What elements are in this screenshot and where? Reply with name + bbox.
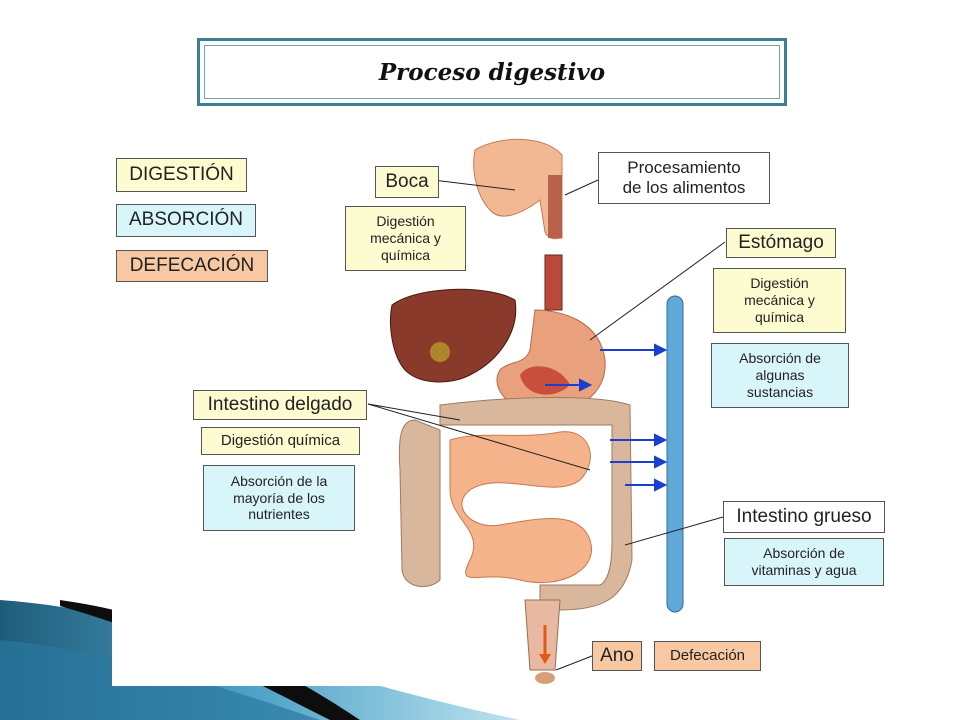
stomach-inner bbox=[520, 366, 570, 395]
legend-defecacion: DEFECACIÓN bbox=[116, 250, 268, 282]
label-estomago-absorcion: Absorción de algunas sustancias bbox=[711, 343, 849, 408]
rectum bbox=[524, 599, 561, 671]
label-delgado-absorcion: Absorción de la mayoría de los nutriente… bbox=[203, 465, 355, 531]
label-intestino-delgado: Intestino delgado bbox=[193, 390, 367, 420]
label-estomago-digestion: Digestión mecánica y química bbox=[713, 268, 846, 333]
label-defecacion: Defecación bbox=[654, 641, 761, 671]
label-procesamiento: Procesamiento de los alimentos bbox=[598, 152, 770, 204]
gallbladder bbox=[430, 342, 450, 362]
anus-shape bbox=[535, 672, 555, 684]
liver-shape bbox=[390, 288, 517, 383]
label-intestino-grueso: Intestino grueso bbox=[723, 501, 885, 533]
label-delgado-digestion: Digestión química bbox=[201, 427, 360, 455]
esophagus-upper bbox=[548, 175, 562, 238]
label-estomago: Estómago bbox=[726, 228, 836, 258]
label-grueso-absorcion: Absorción de vitaminas y agua bbox=[724, 538, 884, 586]
legend-absorcion: ABSORCIÓN bbox=[116, 204, 256, 237]
absorption-arrows bbox=[545, 343, 668, 492]
legend-digestion: DIGESTIÓN bbox=[116, 158, 247, 192]
blood-vessel bbox=[666, 295, 684, 613]
label-boca: Boca bbox=[375, 166, 439, 198]
mouth-shape bbox=[473, 138, 563, 240]
large-intestine bbox=[398, 419, 441, 588]
label-ano: Ano bbox=[592, 641, 642, 671]
title-inner-frame: Proceso digestivo bbox=[204, 45, 780, 99]
page-title: Proceso digestivo bbox=[378, 58, 606, 86]
small-intestine bbox=[449, 431, 593, 584]
label-boca-digestion: Digestión mecánica y química bbox=[345, 206, 466, 271]
title-box: Proceso digestivo bbox=[197, 38, 787, 106]
esophagus bbox=[544, 254, 563, 311]
